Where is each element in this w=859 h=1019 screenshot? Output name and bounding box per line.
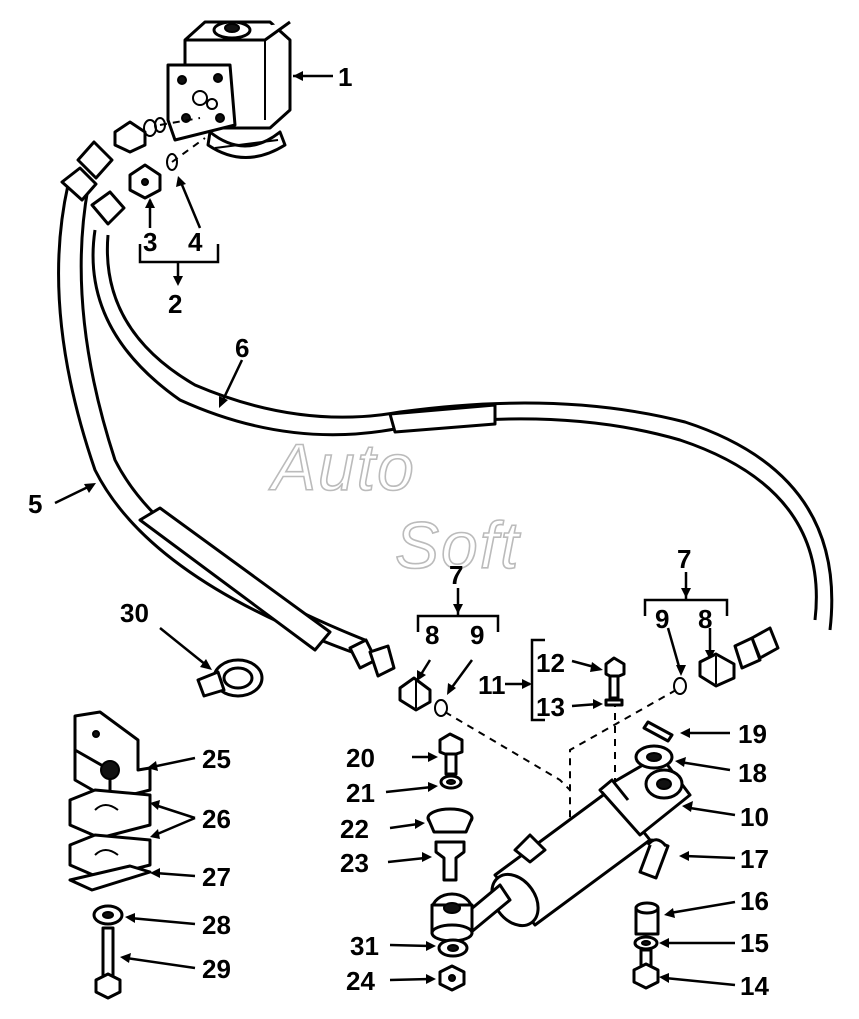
bracket-11 — [530, 638, 545, 722]
rod-end — [430, 892, 474, 943]
bolt-12 — [604, 656, 626, 700]
hose-5 — [57, 140, 366, 657]
washer-21 — [439, 774, 463, 790]
cup-22 — [426, 807, 474, 834]
fitting-8-right — [698, 652, 736, 688]
bolt-29 — [94, 926, 122, 1000]
label-7-right: 7 — [677, 544, 691, 574]
watermark-text: Auto — [268, 430, 416, 504]
label-3: 3 — [143, 227, 157, 257]
pin-23 — [434, 840, 466, 882]
watermark-text-2: Soft — [395, 508, 521, 582]
label-31: 31 — [350, 931, 379, 961]
hose-end-6 — [733, 626, 780, 670]
label-6: 6 — [235, 333, 249, 363]
hose-end-5 — [348, 638, 396, 678]
label-18: 18 — [738, 758, 767, 788]
o-ring-9-right — [673, 677, 687, 695]
label-14: 14 — [740, 971, 769, 1001]
label-30: 30 — [120, 598, 149, 628]
fitting-8-left — [398, 676, 432, 712]
bracket-25 — [73, 710, 152, 802]
label-19: 19 — [738, 719, 767, 749]
label-8-right: 8 — [698, 604, 712, 634]
label-13: 13 — [536, 692, 565, 722]
steering-unit — [166, 20, 292, 159]
pin-19 — [642, 720, 674, 743]
label-5: 5 — [28, 489, 42, 519]
label-29: 29 — [202, 954, 231, 984]
label-23: 23 — [340, 848, 369, 878]
hose-6 — [90, 190, 834, 631]
label-4: 4 — [188, 227, 203, 257]
clevis-pin-17 — [638, 838, 670, 880]
washer-15 — [633, 935, 659, 951]
label-11: 11 — [478, 670, 506, 700]
washer-13 — [604, 698, 624, 707]
label-28: 28 — [202, 910, 231, 940]
o-ring-9-left — [434, 699, 448, 717]
label-21: 21 — [346, 778, 375, 808]
label-24: 24 — [346, 966, 375, 996]
fitting-3-upper — [113, 119, 157, 154]
washer-28 — [92, 904, 124, 926]
washer-31 — [437, 938, 469, 958]
label-16: 16 — [740, 886, 769, 916]
nut-24 — [438, 964, 466, 992]
spacer-16 — [634, 901, 660, 936]
plate-27 — [68, 864, 152, 892]
label-10: 10 — [740, 802, 769, 832]
label-2: 2 — [168, 289, 182, 319]
label-15: 15 — [740, 928, 769, 958]
label-9-left: 9 — [470, 620, 484, 650]
label-9-right: 9 — [655, 604, 669, 634]
clamp-30 — [196, 658, 264, 698]
cylinder-10 — [438, 753, 692, 950]
label-7-left: 7 — [449, 560, 463, 590]
label-25: 25 — [202, 744, 231, 774]
fitting-3 — [128, 163, 162, 200]
label-27: 27 — [202, 862, 231, 892]
rubber-block-26-upper — [68, 788, 152, 840]
label-17: 17 — [740, 844, 769, 874]
bushing-18 — [634, 744, 674, 770]
label-12: 12 — [536, 648, 565, 678]
bolt-20 — [438, 732, 464, 776]
o-ring-4 — [166, 153, 178, 171]
label-8-left: 8 — [425, 620, 439, 650]
label-26: 26 — [202, 804, 231, 834]
label-1: 1 — [338, 62, 352, 92]
label-22: 22 — [340, 814, 369, 844]
label-20: 20 — [346, 743, 375, 773]
nut-14 — [632, 948, 660, 990]
